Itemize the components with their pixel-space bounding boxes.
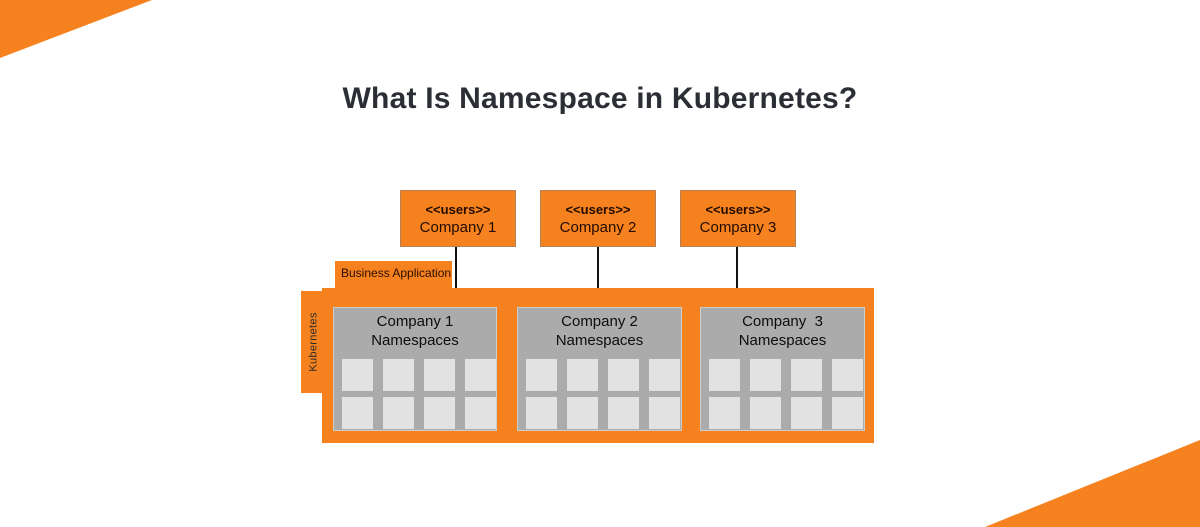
namespace-box-subtitle: Namespaces (371, 332, 459, 349)
namespace-box-title: Company 3 (742, 313, 823, 330)
namespace-square (649, 397, 680, 429)
arrow-line-company-1 (455, 247, 457, 296)
namespace-box-heading: Company 2 Namespaces (518, 308, 681, 350)
arrow-line-company-3 (736, 247, 738, 296)
namespace-grid (342, 359, 496, 429)
namespace-square (567, 359, 598, 391)
namespace-square (709, 359, 740, 391)
namespace-square (832, 359, 863, 391)
namespace-square (608, 359, 639, 391)
kubernetes-side-strip: Kubernetes (301, 291, 326, 393)
namespace-square (383, 397, 414, 429)
namespace-square (709, 397, 740, 429)
namespace-square (526, 359, 557, 391)
namespace-grid (526, 359, 681, 429)
namespace-square (465, 359, 496, 391)
namespace-square (649, 359, 680, 391)
users-box-company-1: <<users>> Company 1 (400, 190, 516, 247)
namespace-square (832, 397, 863, 429)
namespace-box-subtitle: Namespaces (738, 332, 827, 349)
namespace-square (424, 397, 455, 429)
namespace-box-title: Company 1 (376, 313, 454, 330)
namespace-square (383, 359, 414, 391)
namespace-square (750, 397, 781, 429)
users-stereotype-label: <<users>> (705, 201, 771, 217)
company-2-label: Company 2 (559, 218, 637, 236)
namespace-box-heading: Company 3 Namespaces (701, 308, 864, 350)
namespace-square (342, 397, 373, 429)
company-1-label: Company 1 (419, 218, 497, 236)
namespace-square (608, 397, 639, 429)
page-title: What Is Namespace in Kubernetes? (342, 82, 858, 115)
namespace-box-subtitle: Namespaces (555, 332, 644, 349)
users-stereotype-label: <<users>> (565, 201, 631, 217)
namespace-square (424, 359, 455, 391)
namespace-square (526, 397, 557, 429)
namespace-box-title: Company 2 (561, 313, 638, 330)
namespace-box-company-2: Company 2 Namespaces (517, 307, 682, 431)
namespace-box-company-3: Company 3 Namespaces (700, 307, 865, 431)
namespace-square (750, 359, 781, 391)
namespace-square (465, 397, 496, 429)
kubernetes-label: Kubernetes (307, 312, 320, 372)
users-box-company-3: <<users>> Company 3 (680, 190, 796, 247)
namespace-square (567, 397, 598, 429)
namespace-square (791, 359, 822, 391)
business-application-tab: Business Application (335, 261, 452, 291)
corner-triangle-bottom-right (985, 440, 1200, 527)
arrow-line-company-2 (597, 247, 599, 296)
namespace-square (342, 359, 373, 391)
namespace-box-heading: Company 1 Namespaces (334, 308, 496, 350)
namespace-grid (709, 359, 864, 429)
namespace-box-company-1: Company 1 Namespaces (333, 307, 497, 431)
users-stereotype-label: <<users>> (425, 201, 491, 217)
kubernetes-cluster-container: Company 1 Namespaces Company 2 Namespace… (322, 288, 874, 443)
company-3-label: Company 3 (699, 218, 777, 236)
users-box-company-2: <<users>> Company 2 (540, 190, 656, 247)
namespace-square (791, 397, 822, 429)
corner-triangle-top-left (0, 0, 152, 58)
